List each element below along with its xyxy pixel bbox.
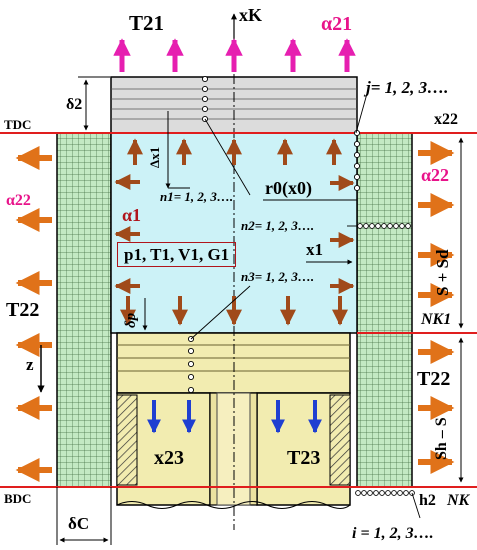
delta-x1-dimension — [165, 111, 190, 189]
cavity-arrows-down — [120, 296, 348, 326]
delta2-dimension — [78, 76, 110, 131]
t22-left-label: T22 — [6, 299, 40, 321]
cavity-arrows-up — [127, 138, 342, 165]
h2-label: h2 — [419, 492, 436, 509]
alpha21-label: α21 — [321, 13, 353, 35]
i-index-label: i = 1, 2, 3…. — [352, 525, 434, 542]
delta-c-dimension — [56, 487, 112, 545]
x23-label: x23 — [154, 447, 184, 469]
nk-label: NK — [447, 492, 470, 509]
piston-hatch-left — [116, 394, 138, 486]
piston-hatch-right — [329, 394, 351, 486]
bdc-label: BDC — [4, 491, 32, 506]
piston-heat-arrows — [147, 400, 322, 434]
right-cylinder-wall — [356, 132, 413, 488]
sh-minus-s-label: Sh – S — [433, 417, 450, 460]
x1-label: x1 — [306, 240, 323, 259]
left-cylinder-wall — [56, 132, 112, 488]
delta-p-label: δp — [123, 312, 139, 328]
alpha22-left-label: α22 — [6, 192, 31, 209]
t21-label: T21 — [129, 11, 165, 35]
n2-index-label: n2= 1, 2, 3…. — [241, 218, 315, 233]
wall-nodes-vertical — [353, 129, 361, 192]
delta-c-label: δC — [68, 514, 90, 533]
xk-label: xK — [239, 5, 263, 25]
delta-x1-label: Δx1 — [147, 146, 162, 168]
r0x0-label: r0(x0) — [265, 178, 312, 198]
right-heat-arrows — [418, 141, 455, 474]
nk1-label: NK1 — [421, 311, 452, 328]
j-index-label: j= 1, 2, 3…. — [366, 78, 449, 97]
s-plus-sd-label: S + Sd — [433, 249, 452, 296]
leader-lines — [190, 89, 421, 519]
n3-index-label: n3= 1, 2, 3…. — [241, 269, 315, 284]
delta2-label: δ2 — [66, 96, 83, 113]
head-heat-flux-arrows — [113, 38, 356, 72]
state-variables-box: p1, T1, V1, G1 — [117, 242, 237, 267]
t23-label: T23 — [287, 447, 321, 469]
n1-index-label: n1= 1, 2, 3…. — [160, 189, 234, 204]
z-label: z — [26, 355, 34, 374]
wall-nodes-horizontal — [357, 223, 411, 229]
alpha1-label: α1 — [122, 205, 142, 225]
bottom-nodes — [355, 490, 415, 496]
tdc-label: TDC — [4, 117, 32, 132]
x22-label: x22 — [434, 111, 458, 128]
t22-right-label: T22 — [417, 368, 451, 390]
cavity-arrows-left — [114, 174, 140, 294]
alpha22-right-label: α22 — [421, 165, 450, 185]
piston-break-line — [116, 501, 351, 509]
cavity-arrows-right — [330, 175, 355, 294]
left-heat-arrows — [15, 146, 52, 482]
